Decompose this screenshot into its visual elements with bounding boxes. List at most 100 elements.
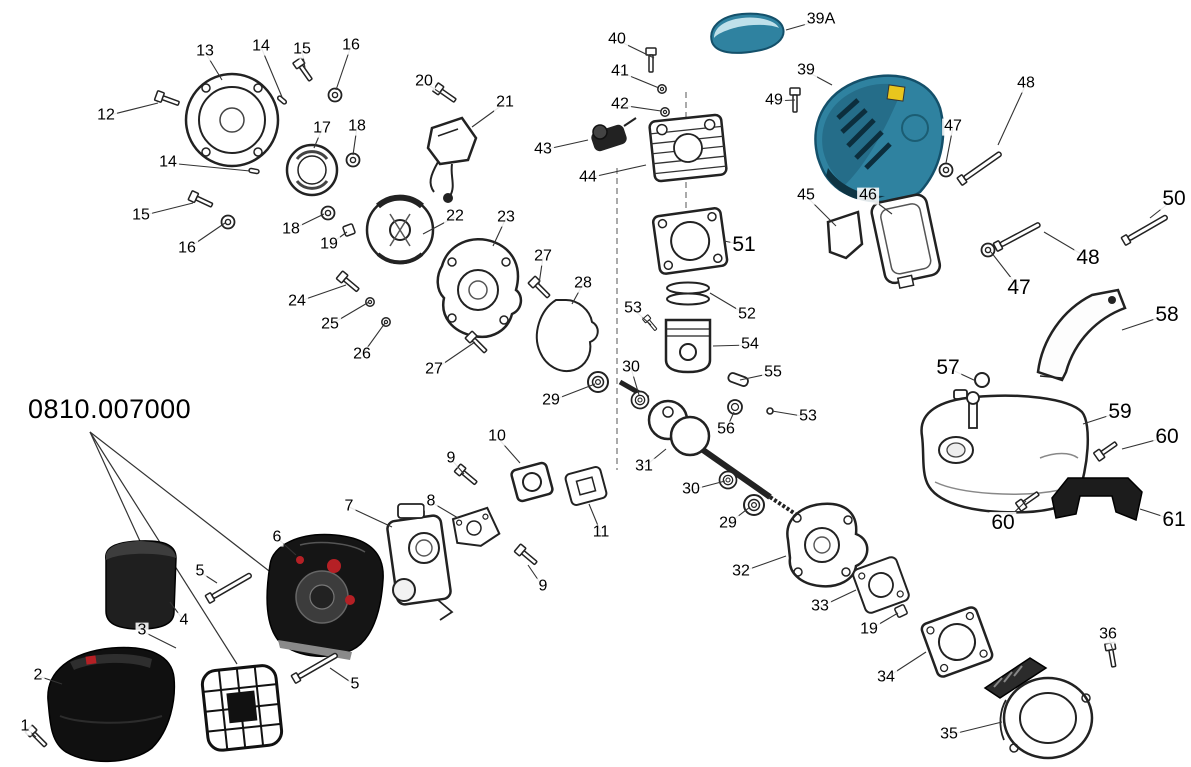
callout-2: 2	[31, 666, 45, 685]
callout-40: 40	[606, 30, 628, 49]
fuel-tank-part	[920, 391, 1090, 514]
callout-53: 53	[622, 299, 644, 318]
callout-61: 61	[1160, 507, 1188, 532]
callout-51: 51	[730, 232, 758, 257]
callout-14: 14	[157, 153, 179, 172]
callout-36: 36	[1097, 625, 1119, 644]
part-number-title: 0810.007000	[28, 394, 192, 424]
callout-7: 7	[342, 497, 356, 516]
callout-30: 30	[620, 358, 642, 377]
air-filter-cover-part	[47, 646, 176, 762]
callout-60: 60	[989, 510, 1017, 535]
gasket-33-part	[852, 556, 910, 614]
callout-35: 35	[938, 725, 960, 744]
carb-gasket-part	[451, 506, 501, 547]
callout-39: 39	[795, 61, 817, 80]
muffler-bracket-part	[826, 210, 864, 260]
callout-21: 21	[494, 93, 516, 112]
callout-24: 24	[286, 292, 308, 311]
callout-23: 23	[495, 208, 517, 227]
flywheel-part	[365, 194, 435, 265]
callout-13: 13	[194, 42, 216, 61]
piston-part	[664, 318, 712, 374]
callout-42: 42	[609, 95, 631, 114]
carburetor-part	[386, 503, 454, 621]
callout-1: 1	[18, 717, 32, 736]
callout-22: 22	[444, 207, 466, 226]
callout-47: 47	[1005, 275, 1033, 300]
callout-60: 60	[1153, 424, 1181, 449]
callout-50: 50	[1160, 186, 1188, 211]
callout-53: 53	[797, 407, 819, 426]
callout-43: 43	[532, 140, 554, 159]
tank-bracket-part	[1051, 477, 1143, 522]
callout-32: 32	[730, 562, 752, 581]
piston-pin-part	[727, 372, 749, 387]
leader-line-14	[167, 162, 251, 172]
callout-41: 41	[609, 62, 631, 81]
callout-5: 5	[193, 562, 207, 581]
callout-10: 10	[486, 427, 508, 446]
callout-33: 33	[809, 597, 831, 616]
ignition-coil-part	[426, 116, 478, 203]
red-knob-icon	[296, 556, 304, 564]
callout-26: 26	[351, 345, 373, 364]
callout-16: 16	[176, 239, 198, 258]
callout-48: 48	[1074, 245, 1102, 270]
callout-57: 57	[934, 355, 962, 380]
muffler-part	[870, 193, 942, 290]
cylinder-part	[648, 113, 728, 183]
callout-19: 19	[318, 235, 340, 254]
callout-45: 45	[795, 186, 817, 205]
callout-44: 44	[577, 168, 599, 187]
callout-19: 19	[858, 620, 880, 639]
intake-gasket-part	[564, 466, 608, 506]
callout-56: 56	[715, 420, 737, 439]
gasket-34-part	[920, 606, 994, 678]
callout-31: 31	[633, 457, 655, 476]
callout-49: 49	[763, 91, 785, 110]
leader-line-7	[348, 506, 393, 528]
crankcase-front-part	[436, 238, 523, 339]
fan-housing-part	[184, 72, 280, 168]
handle-bracket-part	[1036, 288, 1127, 382]
starter-pawl-part	[953, 372, 990, 400]
callout-16: 16	[340, 36, 362, 55]
callout-18: 18	[280, 220, 302, 239]
callout-9: 9	[444, 449, 458, 468]
callout-15: 15	[130, 206, 152, 225]
callout-27: 27	[532, 247, 554, 266]
callout-11: 11	[590, 523, 612, 542]
piston-rings-part	[666, 281, 710, 306]
callout-59: 59	[1106, 399, 1134, 424]
callout-48: 48	[1015, 74, 1037, 93]
callout-14: 14	[250, 37, 272, 56]
callout-20: 20	[413, 72, 435, 91]
callout-8: 8	[424, 492, 438, 511]
callout-3: 3	[135, 621, 149, 640]
callout-39A: 39A	[804, 10, 838, 29]
callout-6: 6	[270, 528, 284, 547]
callout-28: 28	[572, 274, 594, 293]
warning-label-icon	[886, 84, 906, 102]
callout-46: 46	[857, 186, 879, 205]
insulator-part	[510, 461, 554, 503]
top-cover-part	[710, 12, 785, 54]
clutch-housing-part	[983, 657, 1094, 760]
callout-29: 29	[717, 514, 739, 533]
crankcase-rear-part	[786, 502, 869, 588]
leader-line-48	[997, 83, 1027, 146]
centerline	[616, 92, 687, 470]
callout-4: 4	[177, 611, 191, 630]
brand-label-icon	[85, 655, 97, 665]
engine-cover-part	[814, 74, 945, 204]
red-knob-icon	[327, 559, 341, 573]
switch-part	[591, 117, 637, 152]
crankshaft-part	[618, 379, 802, 519]
callout-9: 9	[536, 577, 550, 596]
callout-52: 52	[736, 305, 758, 324]
cylinder-gasket-part	[651, 207, 729, 275]
